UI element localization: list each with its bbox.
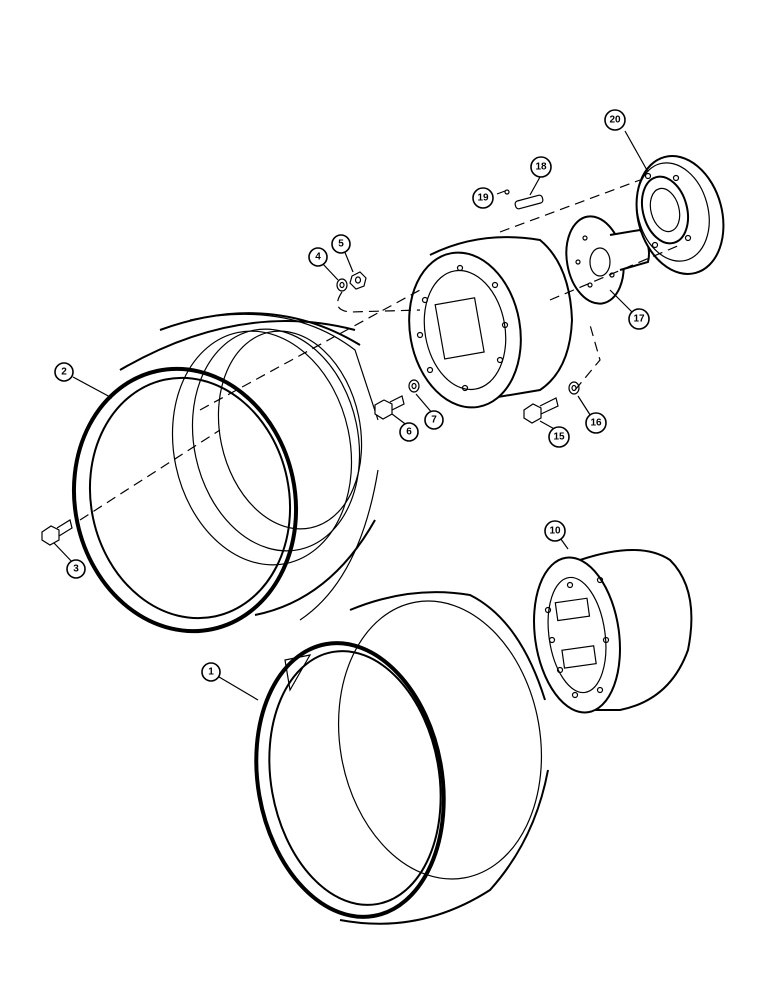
callout-label: 4 [315, 252, 321, 263]
callout-label: 1 [208, 667, 214, 678]
callout-10: 10 [544, 520, 566, 542]
callout-20: 20 [604, 109, 626, 131]
hub-part-17 [565, 215, 650, 305]
callout-label: 15 [553, 432, 565, 443]
callout-label: 16 [590, 418, 602, 429]
callout-label: 19 [477, 193, 489, 204]
callout-label: 3 [73, 564, 79, 575]
bolt-part-3 [41, 519, 73, 546]
bolt-part-15 [523, 397, 559, 424]
flange-part-20 [635, 155, 725, 275]
callout-label: 2 [61, 367, 67, 378]
callout-6: 6 [399, 422, 419, 442]
callout-1: 1 [201, 662, 221, 682]
callout-2: 2 [54, 362, 74, 382]
washer-part-7 [408, 379, 420, 393]
callout-15: 15 [548, 426, 570, 448]
rim-part-2 [71, 312, 379, 634]
washer-part-16 [568, 381, 580, 395]
key-part-18 [514, 194, 544, 210]
callout-7: 7 [424, 410, 444, 430]
callout-label: 18 [535, 162, 547, 173]
callout-label: 6 [406, 427, 412, 438]
bolt-part-6 [374, 395, 405, 420]
washer-part-4 [336, 278, 348, 292]
callout-5: 5 [331, 234, 351, 254]
assembly-lines [79, 179, 681, 521]
nut-part-5 [349, 271, 367, 290]
callout-17: 17 [628, 308, 650, 330]
callout-label: 10 [549, 526, 561, 537]
callout-label: 7 [431, 415, 437, 426]
callout-19: 19 [472, 187, 494, 209]
pin-part-19 [504, 189, 510, 195]
rim-part-1 [254, 591, 549, 925]
callout-4: 4 [308, 247, 328, 267]
spacer-part-10 [533, 549, 693, 714]
callout-label: 20 [609, 115, 621, 126]
callout-3: 3 [66, 559, 86, 579]
callout-18: 18 [530, 156, 552, 178]
callout-label: 5 [338, 239, 344, 250]
callout-label: 17 [633, 314, 645, 325]
callout-16: 16 [585, 412, 607, 434]
center-drum [408, 236, 574, 409]
